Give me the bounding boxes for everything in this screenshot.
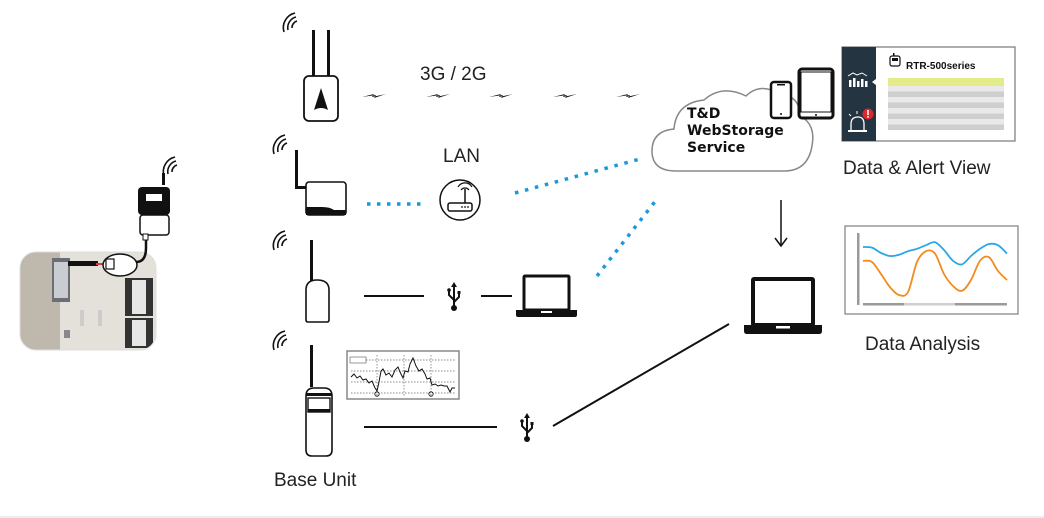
panel-row-highlight [888, 78, 1004, 86]
bolt-icon [489, 94, 513, 98]
smartphone-icon [769, 80, 793, 120]
series-line-orange [862, 249, 1008, 297]
logger-small-icon [889, 53, 901, 67]
panel-row [888, 113, 1004, 119]
data-alert-view-label: Data & Alert View [843, 158, 991, 179]
wireless-signal-icon [282, 12, 298, 33]
usb-icon [446, 281, 462, 312]
analysis-laptop-icon [744, 277, 822, 334]
panel-row [888, 124, 1004, 130]
panel-row [888, 119, 1004, 125]
bolt-icon [553, 94, 577, 98]
panel-row [888, 108, 1004, 114]
tablet-icon [797, 67, 835, 120]
data-alert-view-panel: RTR-500series [841, 46, 1016, 142]
chart-x-axis-segment [955, 303, 1007, 306]
lan-base-unit-icon [295, 150, 347, 216]
router-icon [439, 179, 481, 221]
wireless-signal-icon [272, 134, 288, 155]
bolt-icon [426, 94, 450, 98]
panel-row [888, 86, 1004, 92]
data-analysis-chart [844, 225, 1019, 315]
bottom-divider [0, 516, 1044, 518]
wireless-signal-icon [272, 230, 288, 251]
laptop-icon [516, 274, 577, 317]
sensor-cable [68, 261, 98, 266]
bolt-icon [616, 94, 640, 98]
cloud-title-line1: T&D [687, 106, 720, 122]
wireless-logger-icon [138, 173, 170, 241]
handheld-base-unit-icon [305, 345, 333, 457]
usb-base-unit-icon [305, 240, 330, 323]
chart-frame [844, 225, 1019, 315]
alarm-light-icon [848, 108, 874, 132]
panel-row [888, 97, 1004, 103]
handheld-graph-thumbnail [346, 350, 460, 400]
chart-y-axis [857, 233, 860, 305]
wireless-link-bolts [362, 94, 640, 98]
data-analysis-label: Data Analysis [865, 334, 980, 355]
panel-row [888, 91, 1004, 97]
panel-title: RTR-500series [906, 61, 976, 72]
series-line-blue [862, 241, 1008, 266]
cellular-base-unit-icon [303, 30, 339, 122]
lan-label: LAN [443, 146, 480, 167]
cloud-title-line3: Service [687, 140, 745, 156]
chart-x-axis-segment [904, 303, 955, 306]
cellular-label: 3G / 2G [420, 64, 487, 85]
router-to-cloud-link [514, 157, 641, 195]
usb-to-pc-link [552, 323, 730, 427]
download-arrow-icon [774, 200, 788, 248]
cloud-title-line2: WebStorage [687, 123, 784, 139]
logger-installation [19, 156, 178, 351]
usb-icon [519, 412, 535, 443]
laptop-to-cloud-link [595, 197, 659, 278]
wireless-signal-icon [162, 156, 178, 177]
bolt-icon [362, 94, 386, 98]
wireless-signal-icon [272, 330, 288, 351]
base-unit-label: Base Unit [274, 470, 357, 491]
panel-row [888, 102, 1004, 108]
chart-series-layer [862, 241, 1008, 297]
graph-view-icon [847, 72, 868, 87]
chart-x-axis-segment [863, 303, 904, 306]
